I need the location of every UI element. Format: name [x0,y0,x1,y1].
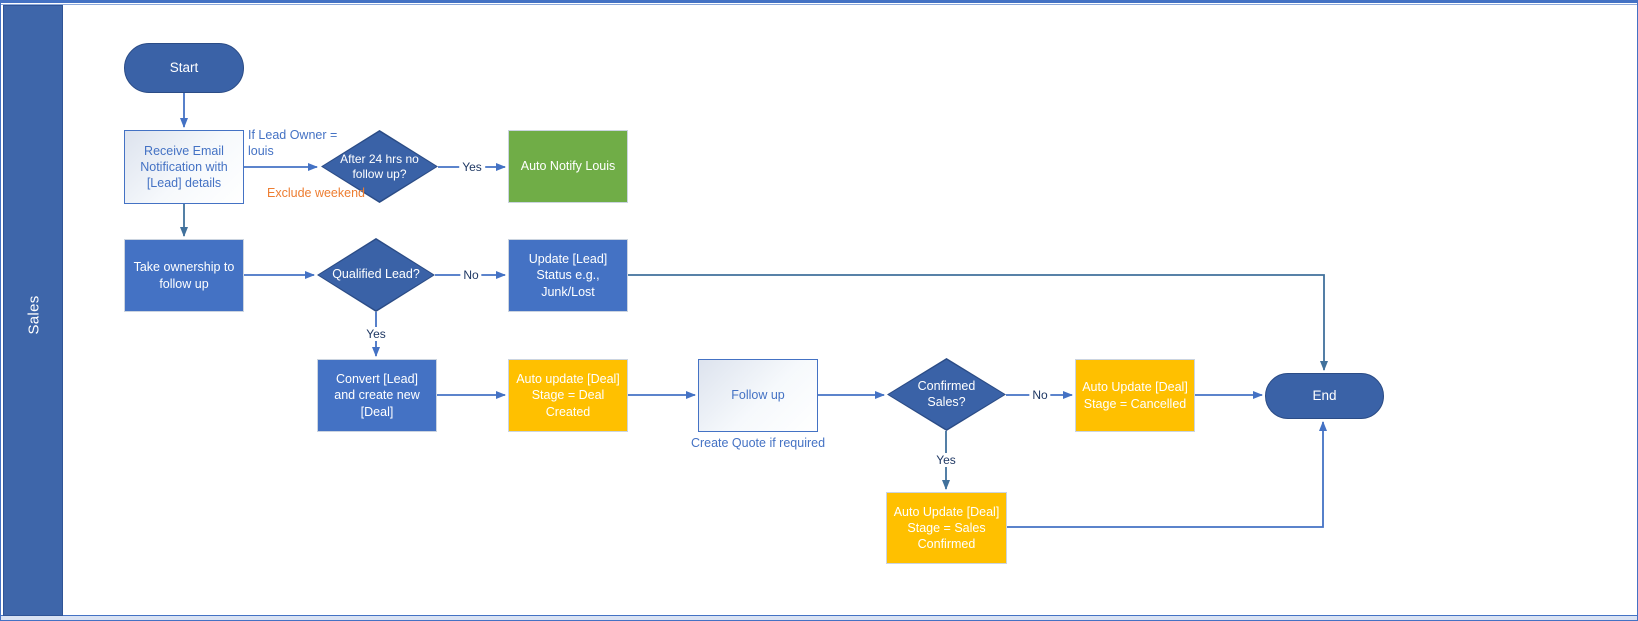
update-lead-status-label: Update [Lead] Status e.g., Junk/Lost [528,252,608,299]
start-node-label: Start [169,60,199,76]
stage-deal-created-node[interactable]: Auto update [Deal] Stage = Deal Created [508,359,628,432]
swimlane-sales-bar[interactable]: Sales [3,5,63,616]
stage-sales-confirmed-node[interactable]: Auto Update [Deal] Stage = Sales Confirm… [886,492,1007,564]
decision-qualified-lead-label: Qualified Lead? [332,267,420,282]
decision-after-24hrs[interactable]: After 24 hrs no follow up? [321,130,438,203]
stage-cancelled-label: Auto Update [Deal] Stage = Cancelled [1082,380,1188,411]
page-top-border [1,1,1637,5]
decision-after-24hrs-label: After 24 hrs no follow up? [340,151,419,181]
convert-lead-label: Convert [Lead] and create new [Deal] [334,372,420,419]
edge-label-yes-confirmed: Yes [933,453,959,467]
follow-up-node[interactable]: Follow up [698,359,818,432]
take-ownership-node[interactable]: Take ownership to follow up [124,239,244,312]
annotation-exclude-weekend: Exclude weekend [267,186,365,200]
edge-label-yes-qualified: Yes [363,327,389,341]
page-bottom-border [1,615,1637,620]
receive-email-label: Receive Email Notification with [Lead] d… [140,143,228,191]
edge-label-no-confirmed: No [1029,388,1051,402]
stage-cancelled-node[interactable]: Auto Update [Deal] Stage = Cancelled [1075,359,1195,432]
auto-notify-louis-node[interactable]: Auto Notify Louis [508,130,628,203]
auto-notify-louis-label: Auto Notify Louis [520,159,616,174]
decision-confirmed-sales[interactable]: Confirmed Sales? [887,358,1006,431]
follow-up-label: Follow up [731,388,785,403]
stage-sales-confirmed-label: Auto Update [Deal] Stage = Sales Confirm… [893,504,1000,552]
annotation-create-quote: Create Quote if required [690,436,826,450]
convert-lead-node[interactable]: Convert [Lead] and create new [Deal] [317,359,437,432]
end-node[interactable]: End [1265,373,1384,419]
annotation-lead-owner: If Lead Owner = louis [248,128,338,159]
edge-label-no-qualified: No [460,268,482,282]
stage-deal-created-label: Auto update [Deal] Stage = Deal Created [516,372,620,419]
end-node-label: End [1312,388,1337,404]
take-ownership-label: Take ownership to follow up [133,260,235,291]
connector-salesconfirmed-end[interactable] [1007,421,1327,528]
update-lead-status-node[interactable]: Update [Lead] Status e.g., Junk/Lost [508,239,628,312]
receive-email-node[interactable]: Receive Email Notification with [Lead] d… [124,130,244,204]
edge-label-yes-after24: Yes [459,160,485,174]
decision-confirmed-sales-label: Confirmed Sales? [917,378,976,409]
start-node[interactable]: Start [124,43,244,93]
decision-qualified-lead[interactable]: Qualified Lead? [317,238,435,312]
connector-update-end[interactable] [628,274,1328,371]
